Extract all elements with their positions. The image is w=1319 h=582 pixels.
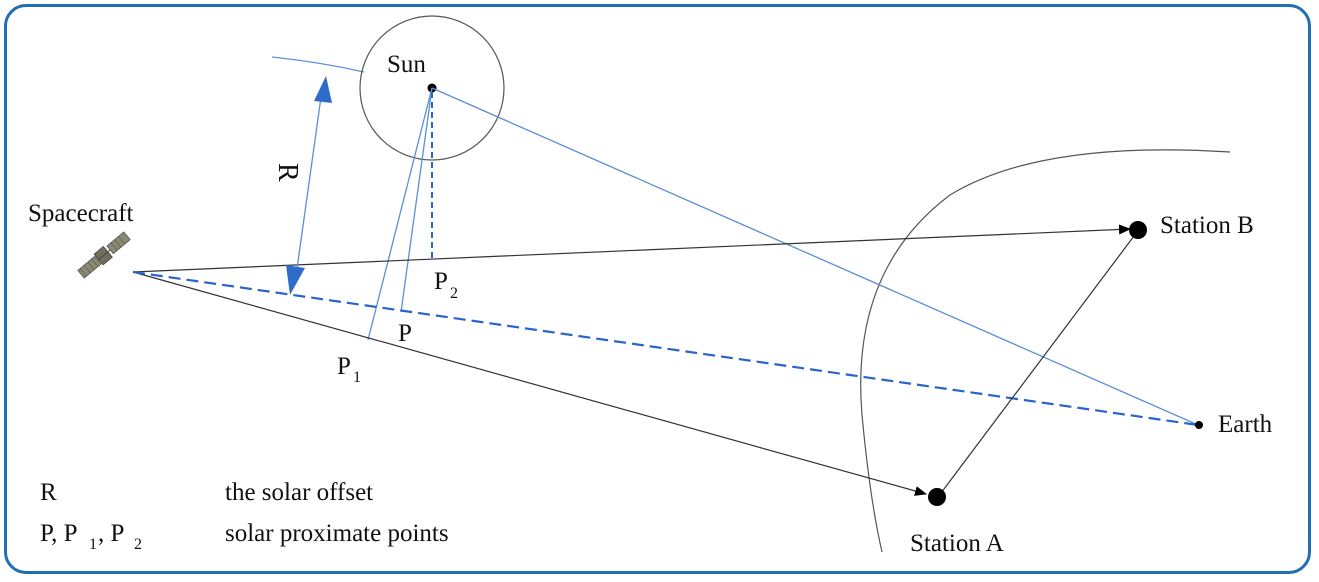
p2-label: P 2 [434,268,458,302]
station-b-point [1129,221,1147,239]
legend-p-text: solar proximate points [225,520,449,547]
earth-orbit-arc [860,149,1231,553]
sun-disc [359,15,505,161]
p-label: P [398,320,412,347]
station-a-point [928,488,946,506]
svg-text:P, P: P, P [40,520,78,547]
sun-p1-line [367,87,433,341]
sun-label: Sun [387,51,426,78]
svg-text:P: P [337,353,351,380]
svg-text:P: P [434,268,448,295]
svg-text:, P: , P [98,520,124,547]
legend-p-symbol: P, P 1 , P 2 [40,520,142,553]
svg-text:2: 2 [450,285,458,302]
spacecraft-station-b-line [132,224,1131,273]
sun-orbit-arc [271,56,365,73]
svg-text:1: 1 [353,369,361,386]
spacecraft-label: Spacecraft [28,200,134,227]
legend: R the solar offset P, P 1 , P 2 solar pr… [40,479,449,553]
diagram-frame [4,4,1311,574]
station-a-label: Station A [910,530,1004,557]
p1-label: P 1 [337,353,361,386]
station-b-label: Station B [1160,212,1254,239]
sun-earth-line [431,87,1199,426]
spacecraft-icon [77,231,131,279]
earth-label: Earth [1218,411,1273,438]
svg-text:1: 1 [89,536,97,553]
r-label: R [272,163,303,182]
svg-text:2: 2 [134,536,142,553]
r-distance-arrow [295,89,323,277]
legend-r-text: the solar offset [225,479,373,506]
legend-r-symbol: R [40,479,57,506]
spacecraft-earth-dashed-line [132,270,1199,427]
r-arrow-top-head [314,76,332,103]
r-arrow-bottom-head [286,265,305,295]
sun-p-line [400,87,433,313]
earth-point [1195,421,1203,429]
station-a-b-line [937,231,1138,498]
spacecraft-station-a-line [132,271,927,496]
